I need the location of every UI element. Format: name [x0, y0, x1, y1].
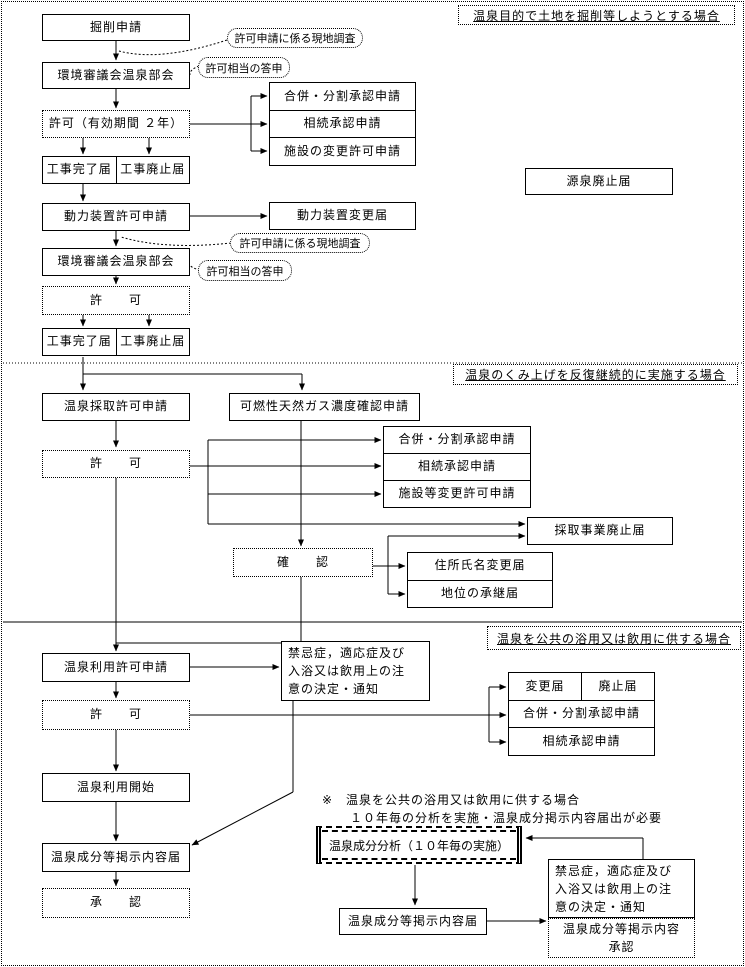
callout-site-survey-1: 許可申請に係る現地調査 — [227, 28, 363, 48]
box-construction-abolished-2: 工事廃止届 — [115, 329, 190, 355]
box-facility-change-permit-s1: 施設の変更許可申請 — [270, 137, 415, 165]
box-abolition-report: 廃止届 — [581, 673, 654, 700]
box-contraindications-notice-1: 禁忌症，適応症及び 入浴又は飲用上の注 意の決定・通知 — [281, 641, 430, 701]
box-permit-valid-2-years: 許可（有効期間 ２年） — [42, 110, 190, 138]
row-change-abolition-reports: 変更届 廃止届 — [509, 673, 654, 700]
box-change-report: 変更届 — [525, 678, 565, 693]
box-address-name-change-report: 住所氏名変更届 — [434, 558, 526, 573]
box-permit-s3: 許 可 — [42, 700, 190, 730]
section-title-usage: 温泉を公共の浴用又は飲用に供する場合 — [487, 626, 741, 650]
box-contraindications-notice-2: 禁忌症，適応症及び 入浴又は飲用上の注 意の決定・通知 — [548, 859, 695, 918]
box-component-display-approval: 温泉成分等掲示内容 承認 — [548, 918, 695, 958]
box-extraction-business-abolition-report: 採取事業廃止届 — [527, 517, 673, 545]
stack-personal-reports-s2: 住所氏名変更届 地位の承継届 — [407, 552, 553, 608]
box-onsen-component-analysis-10years: 温泉成分分析（１０年毎の実施） — [316, 826, 522, 864]
callout-permit-report-1: 許可相当の答申 — [198, 57, 290, 78]
note-public-bath-drinking-line1: ※ 温泉を公共の浴用又は飲用に供する場合 — [322, 793, 581, 807]
box-construction-reports-2: 工事完了届 工事廃止届 — [42, 328, 190, 356]
box-approval: 承 認 — [42, 888, 190, 918]
box-inheritance-approval-s3: 相続承認申請 — [509, 727, 654, 755]
box-confirmation: 確 認 — [233, 548, 373, 577]
box-onsen-use-start: 温泉利用開始 — [42, 773, 190, 802]
box-merger-split-approval-s2: 合併・分割承認申請 — [398, 432, 516, 447]
box-power-equipment-change-report: 動力装置変更届 — [269, 202, 416, 230]
box-source-abolition-report: 源泉廃止届 — [525, 168, 673, 195]
callout-permit-report-2: 許可相当の答申 — [198, 260, 292, 281]
stack-approval-applications-s2: 合併・分割承認申請 相続承認申請 施設等変更許可申請 — [383, 426, 531, 508]
section-title-pumping: 温泉のくみ上げを反復継続的に実施する場合 — [453, 364, 738, 385]
box-onsen-extraction-permit-application: 温泉採取許可申請 — [42, 393, 190, 421]
box-construction-completed-1: 工事完了届 — [46, 162, 112, 177]
callout-site-survey-2: 許可申請に係る現地調査 — [230, 233, 370, 253]
stack-approval-applications-s1: 合併・分割承認申請 相続承認申請 施設の変更許可申請 — [269, 82, 416, 166]
box-permit-s1: 許 可 — [42, 286, 190, 315]
box-onsen-component-display-report-2: 温泉成分等掲示内容届 — [339, 908, 487, 935]
stack-reports-applications-s3: 変更届 廃止届 合併・分割承認申請 相続承認申請 — [508, 672, 655, 756]
box-construction-completed-2: 工事完了届 — [46, 334, 112, 349]
note-10year-analysis-line2: １０年毎の分析を実施・温泉成分掲示内容届出が必要 — [350, 811, 663, 825]
box-construction-abolished-1: 工事廃止届 — [115, 157, 190, 183]
box-power-equipment-permit-application: 動力装置許可申請 — [42, 203, 190, 231]
box-status-succession-report: 地位の承継届 — [408, 579, 552, 608]
box-onsen-component-analysis-label: 温泉成分分析（１０年毎の実施） — [322, 830, 516, 860]
box-flammable-gas-concentration-confirmation: 可燃性天然ガス濃度確認申請 — [229, 393, 420, 421]
box-env-council-onsen-committee-1: 環境審議会温泉部会 — [42, 62, 190, 89]
box-permit-s2: 許 可 — [42, 450, 190, 478]
box-inheritance-approval-s2: 相続承認申請 — [384, 453, 530, 480]
box-env-council-onsen-committee-2: 環境審議会温泉部会 — [42, 248, 190, 276]
box-excavation-application: 掘削申請 — [42, 14, 190, 41]
box-construction-reports-1: 工事完了届 工事廃止届 — [42, 156, 190, 184]
box-merger-split-approval-s3: 合併・分割承認申請 — [509, 699, 654, 728]
box-facility-etc-change-permit-s2: 施設等変更許可申請 — [384, 480, 530, 507]
box-merger-split-approval-s1: 合併・分割承認申請 — [283, 88, 401, 103]
box-onsen-component-display-report-1: 温泉成分等掲示内容届 — [42, 843, 190, 872]
section-title-drilling: 温泉目的で土地を掘削等しようとする場合 — [458, 5, 735, 25]
box-onsen-use-permit-application: 温泉利用許可申請 — [42, 653, 190, 682]
box-inheritance-approval-s1: 相続承認申請 — [270, 109, 415, 138]
